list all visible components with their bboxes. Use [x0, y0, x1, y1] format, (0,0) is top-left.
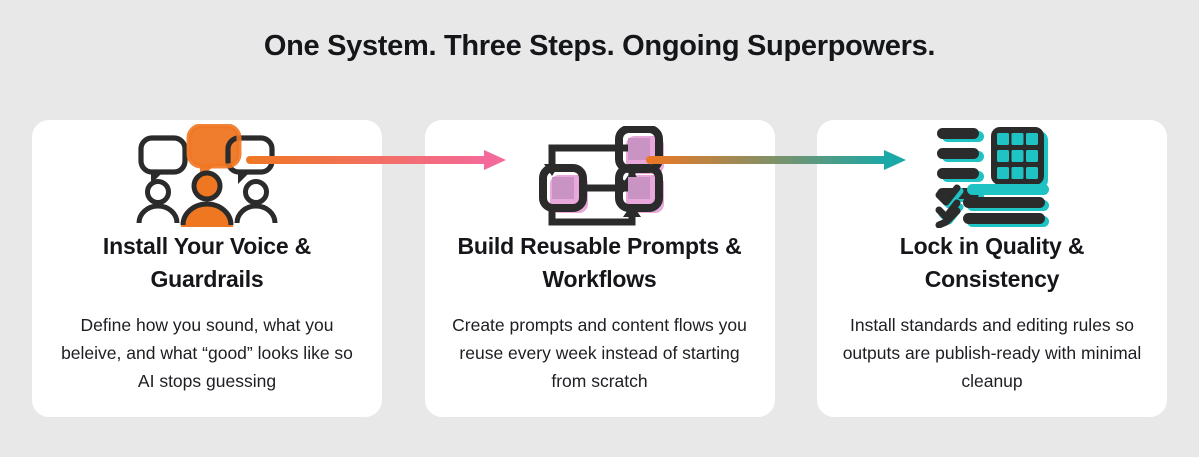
- step-card-title: Build Reusable Prompts & Workflows: [457, 233, 742, 293]
- step-card-body: Define how you sound, what you beleive, …: [61, 314, 353, 392]
- step-card-body: Install standards and editing rules so o…: [842, 314, 1142, 392]
- page-title: One System. Three Steps. Ongoing Superpo…: [263, 30, 936, 62]
- step-card-lock-quality[interactable]: Lock in Quality & Consistency Install st…: [817, 120, 1167, 417]
- step-card-build-prompts[interactable]: Build Reusable Prompts & Workflows Creat…: [424, 120, 775, 417]
- step-card-title: Lock in Quality & Consistency: [899, 233, 1085, 293]
- checklist-grid-icon: [829, 120, 1155, 232]
- people-speech-bubbles-icon: [44, 120, 370, 232]
- step-card-install-voice[interactable]: Install Your Voice & Guardrails Define h…: [32, 120, 382, 417]
- step-card-body: Create prompts and content flows you reu…: [452, 314, 747, 392]
- workflow-nodes-icon: [437, 120, 763, 232]
- step-card-title: Install Your Voice & Guardrails: [102, 233, 312, 293]
- steps-container: Install Your Voice & Guardrails Define h…: [32, 120, 1167, 417]
